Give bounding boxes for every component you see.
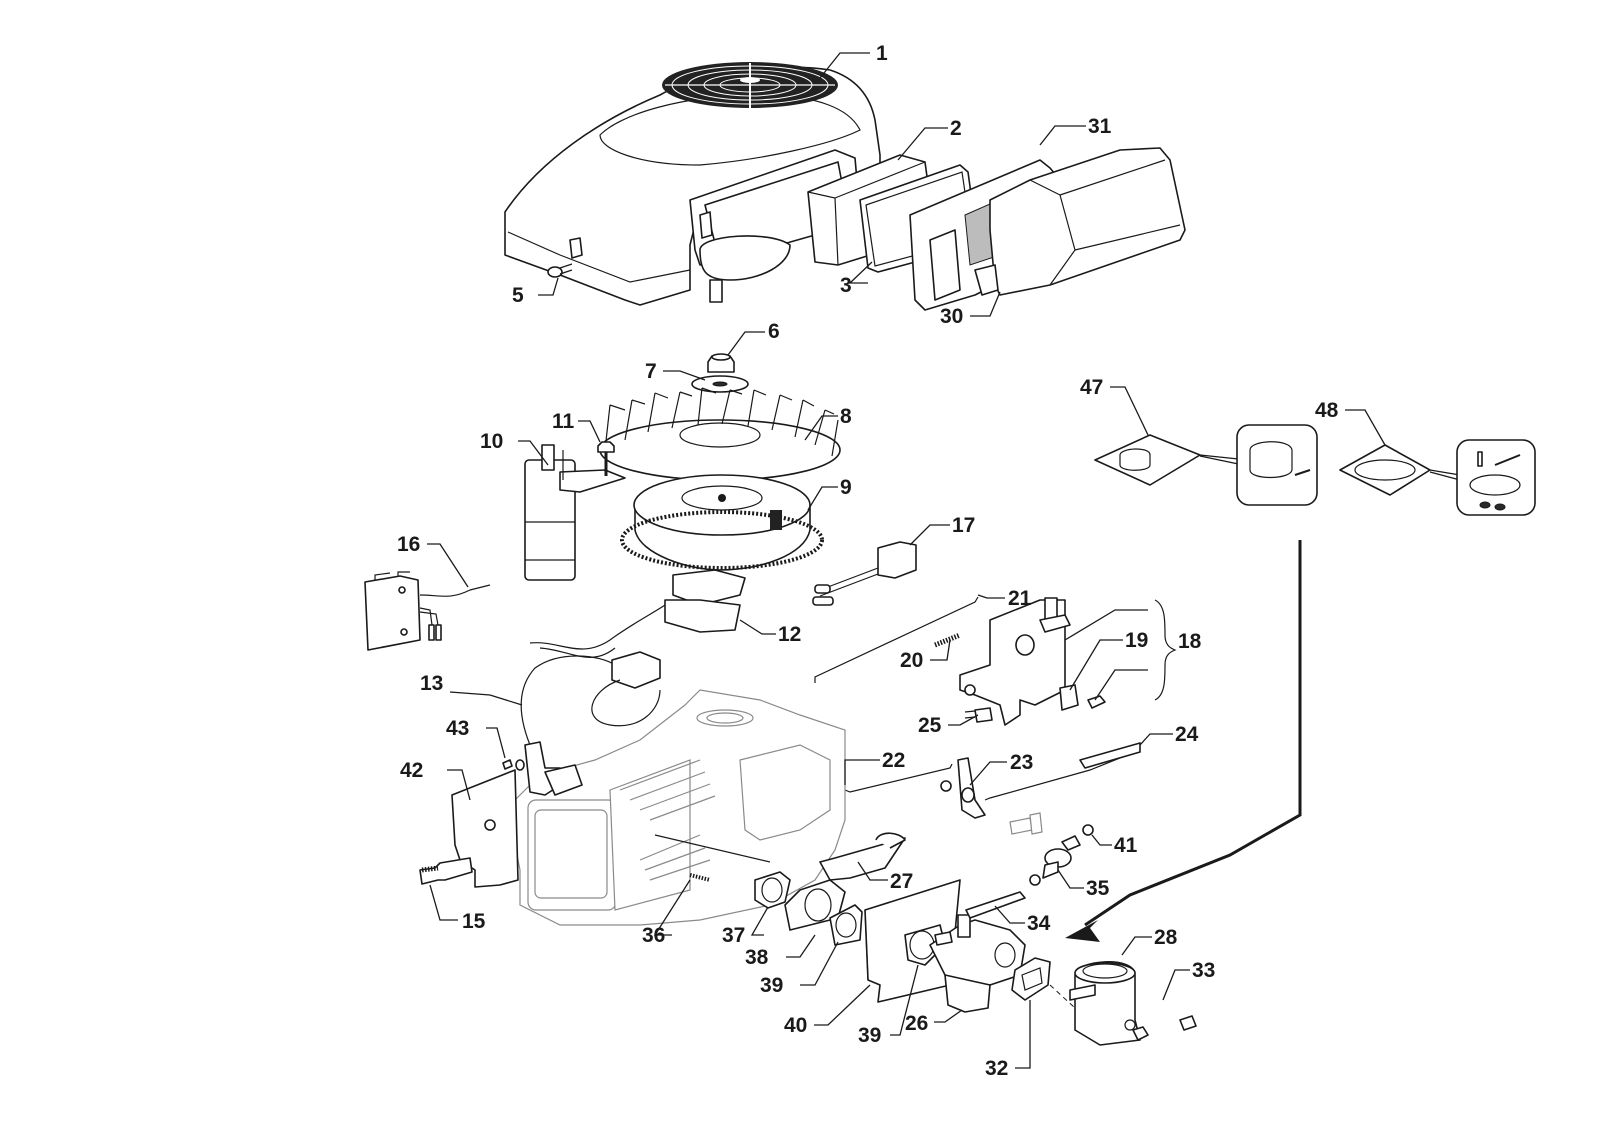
governor-arm-23 [940,757,986,819]
screw-43 [502,759,525,771]
callout-30: 30 [940,305,963,328]
control-bracket [959,597,1071,726]
callout-11: 11 [552,410,575,433]
brace-18 [1154,599,1177,701]
flywheel-nut [707,353,735,373]
callout-34: 34 [1027,912,1051,935]
callout-21: 21 [1008,587,1032,610]
nut-33 [1132,1015,1197,1041]
air-filter-cover [974,147,1186,296]
engine-block [509,689,846,926]
callout-39a: 39 [760,974,783,997]
callout-25: 25 [918,714,942,737]
choke-rod-24 [984,742,1141,801]
linkage-rod-21 [814,596,979,683]
callout-31: 31 [1088,115,1112,138]
callout-3: 3 [840,274,852,297]
kit-bag-47 [1094,424,1318,506]
alternator-coil [529,569,746,658]
bolt-11 [597,441,615,476]
callout-26: 26 [905,1012,928,1035]
callout-32: 32 [985,1057,1008,1080]
callout-9: 9 [840,476,852,499]
callout-23: 23 [1010,751,1033,774]
callout-36: 36 [642,924,665,947]
leader-lines [427,52,1386,1069]
callout-19: 19 [1125,629,1148,652]
callout-17: 17 [952,514,975,537]
callout-20: 20 [900,649,923,672]
solenoid [812,541,917,606]
fuel-filter [1042,835,1081,879]
callout-41: 41 [1114,834,1138,857]
callout-5: 5 [512,284,524,307]
callout-12: 12 [778,623,801,646]
screw-5 [547,263,573,278]
callout-48: 48 [1315,399,1339,422]
callout-1: 1 [876,42,888,65]
flywheel [620,474,824,571]
gasket-37 [754,871,791,909]
carburetor [929,914,1026,1013]
kit-bag-48 [1339,439,1536,516]
callout-47: 47 [1080,376,1103,399]
callout-24: 24 [1175,723,1199,746]
callout-35: 35 [1086,877,1110,900]
ignition-coil [520,651,661,796]
callout-13: 13 [420,672,443,695]
callout-7: 7 [645,360,657,383]
callout-6: 6 [768,320,780,343]
callout-33: 33 [1192,959,1215,982]
callout-37: 37 [722,924,745,947]
callout-42: 42 [400,759,423,782]
spring-20 [934,632,961,648]
stud [654,834,771,882]
bolt-25 [964,707,993,723]
clip-19 [1059,684,1079,711]
spark-plug [419,857,473,885]
callout-39b: 39 [858,1024,881,1047]
throttle-rod-22 [844,763,953,793]
washer-plate [691,375,749,393]
callout-2: 2 [950,117,962,140]
assembly-arrow [1065,540,1302,942]
callout-15: 15 [462,910,486,933]
callout-8: 8 [840,405,852,428]
fuel-hose [965,891,1026,919]
callout-40: 40 [784,1014,807,1037]
regulator [364,571,491,651]
starter-motor [524,444,626,581]
gasket-39a [829,904,863,946]
callout-27: 27 [890,870,913,893]
bolt [1009,812,1043,835]
callout-28: 28 [1154,926,1178,949]
callout-labels: 1 2 3 5 6 7 8 9 10 11 12 13 15 16 17 18 … [397,42,1339,1080]
callout-38: 38 [745,946,769,969]
callout-16: 16 [397,533,420,556]
callout-22: 22 [882,749,905,772]
gasket-32 [1011,957,1051,1001]
callout-43: 43 [446,717,469,740]
callout-18: 18 [1178,630,1202,653]
hose-clamp [1029,824,1094,886]
blower-housing [504,62,881,306]
fan [599,387,841,481]
callout-10: 10 [480,430,503,453]
air-intake-elbow [1069,961,1141,1046]
